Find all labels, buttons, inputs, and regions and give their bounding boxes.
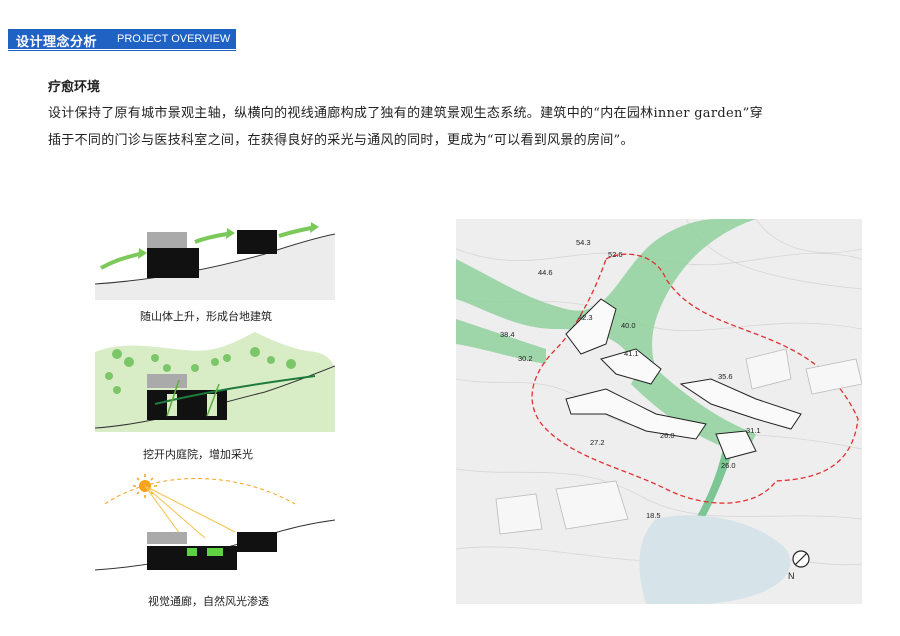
building-grey-2 [147,374,187,388]
trees [105,347,296,394]
courtyard-diagram [95,332,335,432]
green-corridor-top [456,219,756,369]
building-grey-3 [147,532,187,544]
elev-label: 26.0 [721,461,736,470]
courtyard-green-1 [187,548,197,556]
courtyard-2 [207,394,217,416]
elev-label: 27.2 [590,438,605,447]
hill-line [95,233,335,285]
terrace-diagram [95,222,335,300]
elev-label: 26.0 [660,431,675,440]
flow-arrow-1 [100,252,140,270]
view-corridor-diagram [95,474,335,571]
elev-label: 18.5 [646,511,661,520]
elevation-markers: 54.3 52.6 44.6 42.3 40.0 38.4 41.1 30.2 … [500,238,761,520]
header-bar [8,29,236,49]
buildings [565,298,802,460]
elev-label: 52.6 [608,250,623,259]
courtyard-1 [167,394,177,416]
diagram-caption-3: 视觉通廊，自然风光渗透 [148,595,269,608]
building-lower [147,248,199,278]
courtyard-green-2 [207,548,223,556]
green-corridor-main [631,359,756,454]
diagram-caption-2: 挖开内庭院，增加采光 [143,448,253,461]
building-grey [147,232,187,248]
hill-line-2 [95,365,335,429]
elev-label: 44.6 [538,268,553,277]
header-subtitle: PROJECT OVERVIEW [117,33,231,45]
green-corridor-south [666,439,736,569]
elev-label: 40.0 [621,321,636,330]
building-upper [237,230,277,254]
elev-label: 42.3 [578,313,593,322]
elev-label: 35.6 [718,372,733,381]
site-boundary [531,253,859,504]
header-title: 设计理念分析 [16,35,98,50]
body-line-2: 插于不同的门诊与医技科室之间，在获得良好的采光与通风的同时，更成为“可以看到风景… [48,133,634,148]
body-line-1: 设计保持了原有城市景观主轴，纵横向的视线通廊构成了独有的建筑景观生态系统。建筑中… [48,106,763,121]
elev-label: 38.4 [500,330,515,339]
north-arrow [792,550,810,568]
flow-arrow-2 [194,232,228,244]
header-underline [8,50,236,51]
diagram-caption-1: 随山体上升，形成台地建筑 [140,310,272,323]
section-heading: 疗愈环境 [48,80,101,95]
elev-label: 41.1 [624,349,639,358]
light-arrows [166,379,220,417]
section-body: 设计保持了原有城市景观主轴，纵横向的视线通廊构成了独有的建筑景观生态系统。建筑中… [48,100,868,154]
green-corridor-left [456,319,546,364]
building-upper-3 [237,532,277,552]
elev-label: 30.2 [518,354,533,363]
sun-path [104,478,296,505]
elev-label: 31.1 [746,426,761,435]
water-body [639,515,791,604]
context-buildings [495,348,862,535]
north-label: N [788,571,795,581]
site-plan: N 54.3 52.6 44.6 42.3 40.0 38.4 41.1 30.… [456,219,862,604]
flow-arrow-3 [278,226,312,238]
sun-rays [144,485,236,539]
elev-label: 54.3 [576,238,591,247]
